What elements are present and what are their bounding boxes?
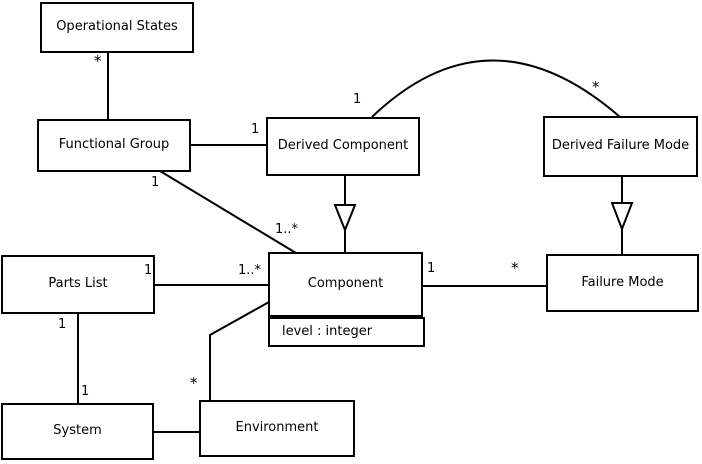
- class-name: System: [53, 423, 102, 439]
- multiplicity-label: 1: [427, 261, 436, 276]
- multiplicity-label: 1: [58, 317, 67, 332]
- multiplicity-label: 1: [144, 263, 153, 278]
- class-name: Derived Failure Mode: [551, 138, 690, 154]
- multiplicity-label: 1: [353, 92, 362, 107]
- class-name: Parts List: [48, 276, 108, 292]
- class-name: Functional Group: [58, 137, 170, 153]
- multiplicity-label: 1: [151, 175, 160, 190]
- multiplicity-label: *: [511, 259, 519, 277]
- class-name: Operational States: [56, 19, 178, 35]
- class-box-parts-list: Parts List: [1, 255, 155, 314]
- multiplicity-label: *: [94, 52, 102, 70]
- multiplicity-label: 1..*: [238, 263, 262, 278]
- association-functional-group-component: [159, 170, 297, 254]
- class-box-derived-component: Derived Component: [266, 117, 420, 176]
- class-name: Derived Component: [277, 138, 409, 154]
- class-box-derived-failure-mode: Derived Failure Mode: [543, 116, 698, 177]
- generalization-triangle-icon: [333, 204, 357, 233]
- class-attribute: level : integer: [282, 323, 373, 339]
- class-box-functional-group: Functional Group: [37, 119, 191, 172]
- multiplicity-label: *: [592, 78, 600, 96]
- class-box-environment: Environment: [199, 400, 355, 457]
- multiplicity-label: *: [190, 374, 198, 392]
- multiplicity-label: 1: [251, 122, 260, 137]
- multiplicity-label: 1..*: [275, 222, 299, 237]
- class-box-system: System: [1, 403, 154, 460]
- class-box-operational-states: Operational States: [40, 2, 194, 53]
- association-environment-component: [209, 301, 270, 402]
- multiplicity-label: 1: [81, 384, 90, 399]
- generalization-triangle-icon: [610, 202, 634, 232]
- class-name: Environment: [235, 420, 319, 436]
- class-box-component: Component: [268, 252, 423, 317]
- class-attributes-component: level : integer: [268, 317, 425, 347]
- class-box-failure-mode: Failure Mode: [546, 254, 699, 312]
- class-name: Component: [307, 276, 384, 292]
- association-arc-derived-component-derived-failure-mode: [371, 59, 621, 118]
- class-name: Failure Mode: [581, 274, 664, 290]
